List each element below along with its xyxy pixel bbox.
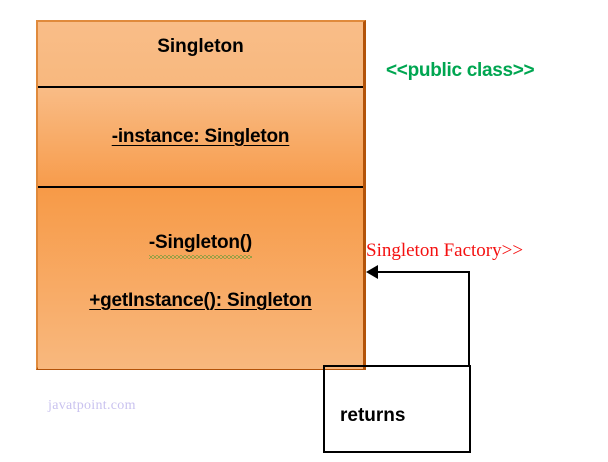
connector-vertical-line xyxy=(468,272,470,367)
uml-class-box-singleton[interactable]: Singleton -instance: Singleton -Singleto… xyxy=(36,20,366,370)
operation-constructor: -Singleton() xyxy=(148,232,253,259)
singleton-factory-label: Singleton Factory>> xyxy=(366,240,524,261)
stereotype-public-class-label: <<public class>> xyxy=(386,60,535,81)
connector-horizontal-line xyxy=(376,271,470,273)
spellcheck-squiggle-icon xyxy=(148,255,253,259)
class-name-compartment: Singleton xyxy=(38,22,363,88)
operation-getinstance: +getInstance(): Singleton xyxy=(89,290,312,311)
returns-box[interactable] xyxy=(323,365,471,453)
class-operations-compartment: -Singleton() +getInstance(): Singleton xyxy=(38,188,363,369)
arrow-head-icon xyxy=(366,265,378,279)
returns-label: returns xyxy=(340,405,406,426)
operation-constructor-label: -Singleton() xyxy=(148,232,253,253)
attribute-instance: -instance: Singleton xyxy=(111,126,290,147)
class-name-label: Singleton xyxy=(157,36,244,57)
watermark-javatpoint: javatpoint.com xyxy=(48,398,136,413)
class-attributes-compartment: -instance: Singleton xyxy=(38,88,363,188)
